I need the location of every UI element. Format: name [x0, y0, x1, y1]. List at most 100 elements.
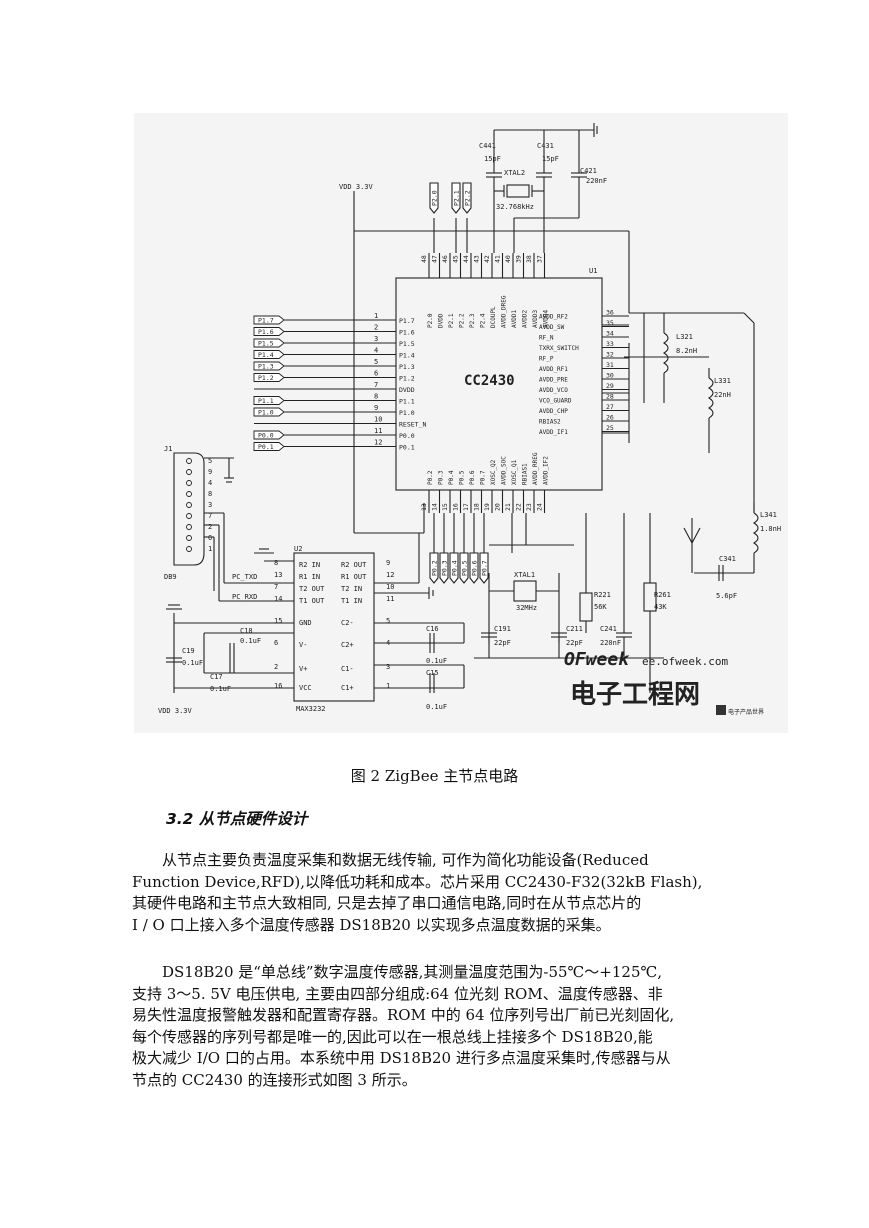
inductor-value: 1.8nH — [760, 525, 781, 533]
cap-ref: C19 — [182, 647, 195, 655]
u2-left-pin-number: 14 — [274, 595, 282, 603]
net-flag — [462, 182, 472, 214]
u2-right-pin-name: C2- — [341, 619, 354, 627]
top-pin-number: 47 — [431, 255, 439, 263]
cap-ref: C15 — [426, 669, 439, 677]
db9-pin-number: 4 — [208, 479, 212, 487]
left-net-label: P1.1 — [258, 397, 274, 405]
left-pin-number: 4 — [374, 347, 378, 355]
u2-right-pin-number: 4 — [386, 639, 390, 647]
watermark-corner: 电子产品世界 — [728, 708, 764, 716]
paragraph-1-line: Function Device,RFD),以降低功耗和成本。芯片采用 CC243… — [132, 872, 703, 891]
right-pin-number: 30 — [606, 372, 614, 380]
net-flag — [479, 552, 489, 584]
bottom-pin-name: AVDD_SOC — [501, 456, 508, 485]
bottom-pin-number: 19 — [483, 503, 491, 511]
inductor-ref: L321 — [676, 333, 693, 341]
inductor-ref: L331 — [714, 377, 731, 385]
top-pin-number: 38 — [525, 255, 533, 263]
left-pin-number: 6 — [374, 370, 378, 378]
u2-left-pin-name: VCC — [299, 684, 312, 692]
net-flag — [253, 338, 285, 348]
crystal-ref: XTAL2 — [504, 169, 525, 177]
left-pin-name: P1.1 — [399, 398, 415, 406]
left-pin-name: P1.3 — [399, 363, 415, 371]
p0-net-label: P0.2 — [431, 560, 439, 576]
top-pin-name: P2.3 — [469, 313, 476, 328]
p2-net-label: P2.1 — [453, 190, 461, 206]
u2-left-pin-name: R2 IN — [299, 561, 320, 569]
left-pin-number: 5 — [374, 358, 378, 366]
left-net-label: P1.3 — [258, 363, 274, 371]
cap-ref: C241 — [600, 625, 617, 633]
left-net-label: P1.4 — [258, 351, 274, 359]
paragraph-2-line: DS18B20 是“单总线”数字温度传感器,其测量温度范围为-55℃～+125℃… — [162, 963, 663, 981]
top-pin-name: DCOUPL — [490, 306, 497, 328]
top-pin-number: 37 — [536, 255, 544, 263]
top-pin-name: AVDD3 — [532, 310, 539, 328]
db9-pin-number: 6 — [208, 534, 212, 542]
vdd-bottom-label: VDD 3.3V — [158, 707, 193, 715]
cap-ref: C421 — [580, 167, 597, 175]
bottom-pin-number: 17 — [462, 503, 470, 511]
top-pin-number: 46 — [441, 255, 449, 263]
net-flag — [253, 407, 285, 417]
db9-pin — [186, 491, 192, 497]
net-flag — [451, 182, 461, 214]
left-pin-name: RESET_N — [399, 421, 426, 429]
right-pin-number: 31 — [606, 361, 614, 369]
u2-right-pin-number: 1 — [386, 682, 390, 690]
u2-left-pin-number: 15 — [274, 617, 282, 625]
left-pin-number: 9 — [374, 404, 378, 412]
left-pin-name: P1.7 — [399, 317, 415, 325]
right-pin-number: 32 — [606, 351, 614, 359]
cap-ref: C431 — [537, 142, 554, 150]
u2-left-pin-number: 6 — [274, 639, 278, 647]
net-flag — [253, 315, 285, 325]
bottom-pin-number: 24 — [536, 503, 544, 511]
j1-label: J1 — [164, 445, 172, 453]
resistor-ref: R221 — [594, 591, 611, 599]
db9-pin — [186, 535, 192, 541]
u2-right-pin-name: C1+ — [341, 684, 354, 692]
top-pin-number: 39 — [515, 255, 523, 263]
crystal-ref: XTAL1 — [514, 571, 535, 579]
top-pin-number: 40 — [504, 255, 512, 263]
left-net-label: P1.5 — [258, 340, 274, 348]
p0-net-label: P0.5 — [461, 560, 469, 576]
top-pin-number: 42 — [483, 255, 491, 263]
db9-pin — [186, 458, 192, 464]
right-pin-number: 26 — [606, 414, 614, 422]
top-pin-number: 48 — [420, 255, 428, 263]
u2-left-pin-number: 16 — [274, 682, 282, 690]
u2-left-pin-number: 8 — [274, 559, 278, 567]
cap-value: 22pF — [494, 639, 511, 647]
bottom-pin-number: 22 — [515, 503, 523, 511]
resistor-value: 56K — [594, 603, 607, 611]
db9-pin-number: 2 — [208, 523, 212, 531]
right-pin-name: AVDD_PRE — [539, 377, 568, 384]
bottom-pin-name: RBIAS1 — [522, 463, 529, 485]
cap-value: 5.6pF — [716, 592, 737, 600]
left-pin-number: 3 — [374, 335, 378, 343]
left-pin-name: P1.2 — [399, 375, 415, 383]
cap-ref: C211 — [566, 625, 583, 633]
u2-right-pin-name: T1 IN — [341, 597, 362, 605]
right-pin-name: AVDD_RF1 — [539, 366, 568, 373]
u2-right-pin-number: 11 — [386, 595, 394, 603]
paragraph-2: DS18B20 是“单总线”数字温度传感器,其测量温度范围为-55℃～+125℃… — [132, 962, 744, 1091]
db9-pin — [186, 480, 192, 486]
u2-right-pin-name: C1- — [341, 665, 354, 673]
right-pin-name: RF_P — [539, 356, 554, 363]
resistor-value: 43K — [654, 603, 667, 611]
bottom-pin-name: P0.2 — [427, 470, 434, 485]
inductor-value: 8.2nH — [676, 347, 697, 355]
bottom-pin-name: P0.6 — [469, 470, 476, 485]
cap-ref: C16 — [426, 625, 439, 633]
cap-value: 0.1uF — [210, 685, 231, 693]
cap-ref: C341 — [719, 555, 736, 563]
p2-net-label: P2.2 — [464, 190, 472, 206]
watermark-corner-logo — [716, 705, 726, 715]
u2-left-pin-number: 7 — [274, 583, 278, 591]
